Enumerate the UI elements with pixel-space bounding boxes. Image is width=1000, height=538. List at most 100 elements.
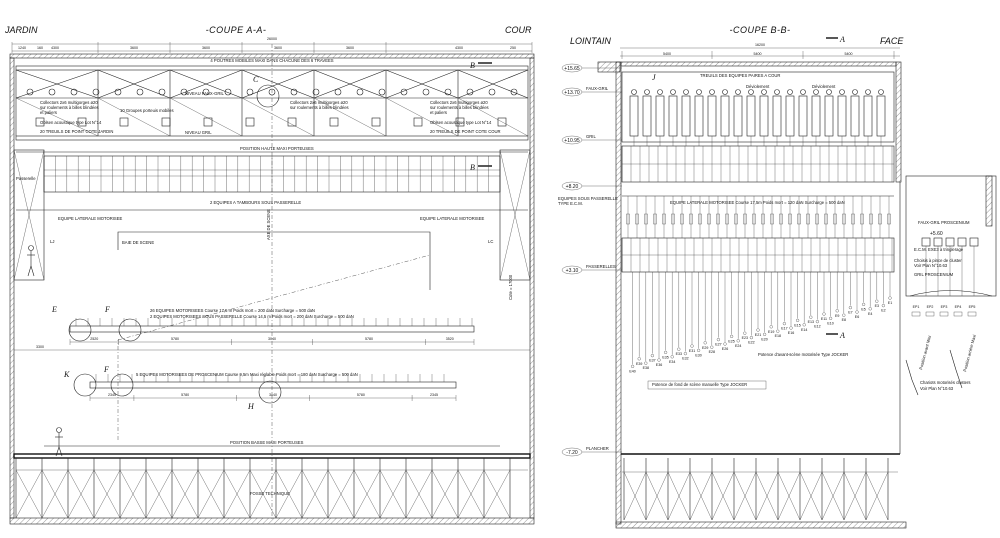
batten-end <box>749 336 753 340</box>
winch-box <box>329 117 339 127</box>
winch-drum <box>312 88 320 96</box>
winch-box <box>161 117 171 127</box>
faux-gril-proscenium-label: FAUX-GRIL PROSCENIUM <box>918 220 970 225</box>
section-b-right-side: FACE <box>880 36 904 46</box>
batten-tag <box>680 213 684 225</box>
ep-box <box>911 311 921 317</box>
batten-end <box>848 306 852 310</box>
top-dim-value: 4300 <box>51 46 59 50</box>
winch-drum <box>356 88 364 96</box>
batten-tag <box>626 213 630 225</box>
batten-label: E32 <box>682 357 688 361</box>
top-dim-value: 3600 <box>202 46 210 50</box>
winch-drum <box>839 89 845 95</box>
top-dim-value: 3600 <box>346 46 354 50</box>
winch-column <box>772 95 782 137</box>
section-mark-a: A <box>839 35 845 44</box>
winch-column <box>720 95 730 137</box>
oblsen-left-label: Oblsen acoustique type Lot N°14 <box>40 120 102 125</box>
batten-label: E5 <box>861 307 865 311</box>
groupes-label: 10 Groupes porteuis mobiles <box>120 108 174 113</box>
winch-drum <box>26 88 34 96</box>
batten-end <box>782 322 786 326</box>
winch-block <box>621 71 895 143</box>
winch-box <box>497 117 507 127</box>
roof-slab-b <box>620 61 897 67</box>
equipes-tambours-label: 2 EQUIPES A TAMBOURS SOUS PASSERELLE <box>210 200 301 205</box>
fosse-brace <box>197 469 225 519</box>
level-name: FAUX-GRIL <box>586 86 609 91</box>
batten-label: E29 <box>702 346 708 350</box>
foundation-slab <box>9 517 535 525</box>
fosse-brace <box>379 469 407 519</box>
batten-row-1 <box>69 325 475 333</box>
annex-wall <box>985 175 993 227</box>
batten-tag <box>689 213 693 225</box>
small-dim: 160 <box>37 46 43 50</box>
truss-diagonal <box>313 69 387 99</box>
row-dim-value: 5780 <box>181 393 189 397</box>
batten-end <box>888 296 892 300</box>
potence-avant-label: Potence d'avant-scène motorisée Type JOC… <box>758 352 848 357</box>
detail-callout-circle <box>118 318 142 342</box>
detail-callout-circle <box>73 373 97 397</box>
batten-end <box>763 332 767 336</box>
winch-drum <box>774 89 780 95</box>
potence-fond-label: Potence de fond de scène manuelle Type J… <box>652 382 747 387</box>
top-dim-value-b: 5400 <box>754 52 762 56</box>
winch-column <box>837 95 847 137</box>
row-dim-value: 5780 <box>365 337 373 341</box>
gril-proscenium-label: GRIL PROSCENIUM <box>914 272 954 277</box>
winch-drum <box>878 89 884 95</box>
batten-drops <box>631 272 892 368</box>
fosse-label: FOSSE TECHNIQUE <box>250 491 290 496</box>
batten-tag <box>887 213 891 225</box>
batten-tag <box>788 213 792 225</box>
foundation-slab-b <box>615 521 907 529</box>
batten-label: E30 <box>695 353 701 357</box>
right-tower <box>499 149 531 281</box>
detail-callout-circle <box>258 380 282 404</box>
fosse-brace <box>223 469 251 519</box>
winch-column <box>850 95 860 137</box>
batten-label: E39 <box>636 362 642 366</box>
collectors-right-label-2: sur roulements à billes blindées <box>430 105 489 110</box>
detail-callout-f: F <box>104 305 110 314</box>
winch-column <box>681 95 691 137</box>
left-wall <box>9 57 15 519</box>
chariot-track <box>905 359 919 396</box>
winch-drum <box>466 88 474 96</box>
batten-end <box>855 310 859 314</box>
truss-diagonal <box>169 97 243 137</box>
batten-tag <box>752 213 756 225</box>
section-mark-a: A <box>839 331 845 340</box>
batten-tag <box>653 213 657 225</box>
batten-label: E14 <box>801 328 807 332</box>
truss-diagonal <box>313 97 387 137</box>
batten-label: E31 <box>689 349 695 353</box>
right-wall <box>529 57 535 519</box>
axe-scene-label: AXE DE SCENE <box>266 209 271 240</box>
batten-label: E26 <box>722 347 728 351</box>
batten-end <box>657 358 661 362</box>
winch-drum <box>180 88 188 96</box>
top-total-dim: 26000 <box>267 37 277 41</box>
fosse-brace <box>711 471 735 521</box>
winch-drum <box>510 88 518 96</box>
winch-drum <box>224 88 232 96</box>
batten-label: E6 <box>855 315 859 319</box>
batten-end <box>723 342 727 346</box>
deviolement-label-2: Déviolement <box>812 84 836 89</box>
treuils-cour-label: 20 TREUILS DE POINT COTE COUR <box>430 129 501 134</box>
collectors-left-label-2: sur roulements à billes blindées <box>40 105 99 110</box>
voir-plan-2-label: Voir Plan N°10.63 <box>920 386 954 391</box>
baie-scene-label: BAIE DE SCENE <box>122 240 154 245</box>
fosse-brace <box>431 469 459 519</box>
left-wall-b <box>615 61 622 525</box>
batten-tag <box>878 213 882 225</box>
winch-column <box>785 95 795 137</box>
winch-drum <box>444 88 452 96</box>
fosse-brace <box>799 471 823 521</box>
fosse-brace <box>15 469 43 519</box>
batten-tag <box>770 213 774 225</box>
